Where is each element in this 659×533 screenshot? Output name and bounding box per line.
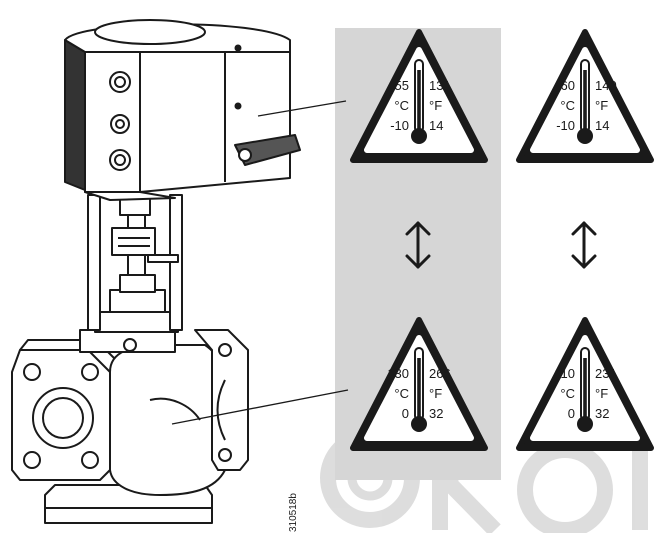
temp-f-high: 131 bbox=[429, 78, 451, 93]
temp-f-low: 14 bbox=[429, 118, 443, 133]
temp-f-high: 140 bbox=[595, 78, 617, 93]
double-arrow-vertical-icon bbox=[405, 221, 431, 269]
temp-f-unit: °F bbox=[429, 98, 442, 113]
temp-f-high: 266 bbox=[429, 366, 451, 381]
temp-f-low: 14 bbox=[595, 118, 609, 133]
temp-c-low: -10 bbox=[556, 118, 575, 133]
actuator-drawing bbox=[64, 19, 301, 201]
temp-c-unit: °C bbox=[394, 386, 409, 401]
temp-c-low: -10 bbox=[390, 118, 409, 133]
temp-c-unit: °C bbox=[560, 98, 575, 113]
temp-f-unit: °F bbox=[595, 386, 608, 401]
temp-c-high: 110 bbox=[554, 366, 575, 381]
pointer-line-valve bbox=[171, 389, 349, 425]
pointer-line-actuator bbox=[257, 100, 347, 117]
warning-triangle-valve-plain: 110 °C 0 231 °F 32 bbox=[519, 320, 651, 448]
temp-c-high: 60 bbox=[561, 78, 575, 93]
figure-code: 310518b bbox=[288, 493, 299, 532]
temp-c-high: 130 bbox=[387, 366, 409, 381]
temp-c-unit: °C bbox=[394, 98, 409, 113]
temp-c-unit: °C bbox=[560, 386, 575, 401]
temp-c-high: 55 bbox=[395, 78, 409, 93]
temp-f-low: 32 bbox=[429, 406, 443, 421]
double-arrow-vertical-icon bbox=[571, 221, 597, 269]
temp-f-unit: °F bbox=[595, 98, 608, 113]
temp-c-low: 0 bbox=[402, 406, 409, 421]
warning-triangle-actuator-highlighted: 55 °C -10 131 °F 14 bbox=[353, 32, 485, 160]
temp-f-low: 32 bbox=[595, 406, 609, 421]
warning-triangle-actuator-plain: 60 °C -10 140 °F 14 bbox=[519, 32, 651, 160]
warning-triangle-valve-highlighted: 130 °C 0 266 °F 32 bbox=[353, 320, 485, 448]
temp-f-unit: °F bbox=[429, 386, 442, 401]
temp-f-high: 231 bbox=[595, 366, 617, 381]
temp-c-low: 0 bbox=[568, 406, 575, 421]
valve-drawing bbox=[11, 194, 249, 524]
